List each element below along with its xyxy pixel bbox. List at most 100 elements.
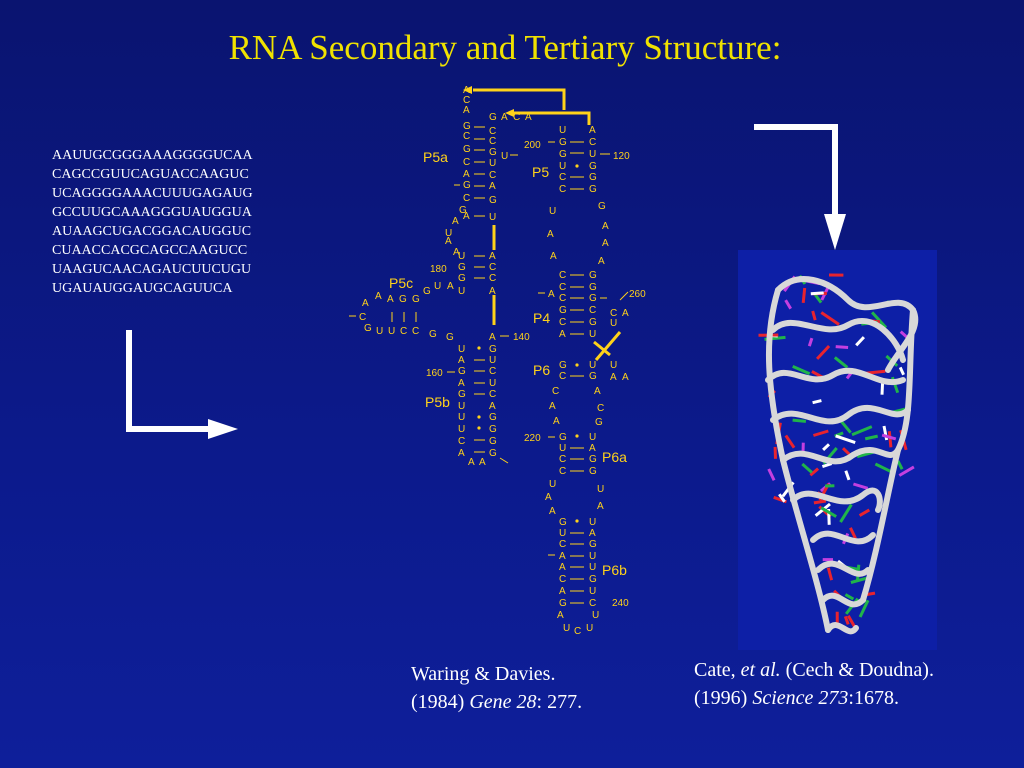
svg-text:C: C bbox=[559, 270, 566, 281]
svg-text:U: U bbox=[458, 424, 465, 435]
svg-text:A: A bbox=[622, 372, 629, 383]
base-pair-rung bbox=[841, 447, 852, 456]
base-pair-rung bbox=[851, 425, 873, 437]
svg-text:C: C bbox=[559, 454, 566, 465]
svg-text:U: U bbox=[589, 432, 596, 443]
svg-text:G: G bbox=[589, 270, 597, 281]
svg-text:G: G bbox=[489, 424, 497, 435]
base-pair-rung bbox=[881, 433, 897, 441]
svg-text:G: G bbox=[364, 323, 372, 334]
svg-text:G: G bbox=[589, 282, 597, 293]
svg-text:A: A bbox=[597, 501, 604, 512]
svg-text:G: G bbox=[458, 273, 466, 284]
svg-text:C: C bbox=[597, 403, 604, 414]
svg-text:A: A bbox=[549, 401, 556, 412]
svg-text:G: G bbox=[463, 121, 471, 132]
base-pair-rung bbox=[820, 311, 840, 326]
position-number: 140 bbox=[513, 332, 530, 343]
base-pair-rung bbox=[835, 345, 849, 349]
svg-text:G: G bbox=[489, 448, 497, 459]
svg-text:U: U bbox=[610, 318, 617, 329]
svg-text:G: G bbox=[559, 517, 567, 528]
svg-text:G: G bbox=[399, 294, 407, 305]
arrow-right-icon bbox=[126, 330, 238, 439]
svg-text:A: A bbox=[548, 289, 555, 300]
position-number: 160 bbox=[426, 368, 443, 379]
base-pair-rung bbox=[855, 336, 865, 347]
base-pair-rung bbox=[811, 310, 817, 321]
svg-text:G: G bbox=[589, 574, 597, 585]
svg-text:C: C bbox=[559, 466, 566, 477]
svg-text:C: C bbox=[589, 305, 596, 316]
base-pair-rung bbox=[807, 337, 814, 347]
base-pair-rung bbox=[801, 462, 813, 474]
svg-text:G: G bbox=[589, 539, 597, 550]
base-pair-rung bbox=[839, 503, 853, 523]
svg-text:A: A bbox=[445, 236, 452, 247]
base-pair-rung bbox=[898, 465, 915, 477]
sequence-line: GCCUUGCAAAGGGUAUGGUA bbox=[52, 205, 252, 220]
svg-text:U: U bbox=[376, 326, 383, 337]
svg-text:A: A bbox=[463, 105, 470, 116]
svg-text:A: A bbox=[387, 294, 394, 305]
svg-text:G: G bbox=[589, 184, 597, 195]
svg-text:U: U bbox=[589, 551, 596, 562]
svg-text:C: C bbox=[463, 131, 470, 142]
svg-text:U: U bbox=[589, 360, 596, 371]
svg-text:G: G bbox=[559, 432, 567, 443]
base-pair-rung bbox=[812, 429, 829, 437]
svg-text:U: U bbox=[458, 412, 465, 423]
svg-text:C: C bbox=[489, 136, 496, 147]
svg-text:G: G bbox=[589, 466, 597, 477]
svg-text:U: U bbox=[458, 401, 465, 412]
svg-text:A: A bbox=[489, 251, 496, 262]
svg-text:C: C bbox=[412, 326, 419, 337]
citation-authors: Waring & Davies. bbox=[411, 663, 556, 685]
base-pair-rung bbox=[792, 418, 807, 423]
base-pair-rung bbox=[850, 576, 867, 584]
svg-text:A: A bbox=[375, 291, 382, 302]
svg-text:A: A bbox=[602, 238, 609, 249]
svg-text:A: A bbox=[489, 181, 496, 192]
svg-text:U: U bbox=[589, 562, 596, 573]
base-pair-rung bbox=[801, 287, 807, 304]
base-pair-rung bbox=[833, 356, 849, 369]
sequence-line: CAGCCGUUCAGUACCAAGUC bbox=[52, 167, 249, 182]
svg-text:G: G bbox=[489, 112, 497, 123]
svg-text:C: C bbox=[489, 273, 496, 284]
svg-text:U: U bbox=[501, 151, 508, 162]
helix-label-p6b: P6b bbox=[602, 562, 627, 578]
svg-text:C: C bbox=[513, 112, 520, 123]
citation-etal: et al. bbox=[740, 659, 781, 681]
citation-authors: Cate, bbox=[694, 659, 736, 681]
svg-text:A: A bbox=[463, 85, 470, 96]
svg-text:A: A bbox=[550, 251, 557, 262]
svg-text:G: G bbox=[489, 412, 497, 423]
svg-text:U: U bbox=[445, 228, 452, 239]
svg-text:G: G bbox=[589, 371, 597, 382]
citation-year: (1996) bbox=[694, 687, 748, 709]
svg-text:A: A bbox=[549, 506, 556, 517]
page-title: RNA Secondary and Tertiary Structure: bbox=[228, 28, 782, 67]
sequence-line: UCAGGGGAAACUUUGAGAUG bbox=[52, 186, 253, 201]
svg-text:C: C bbox=[559, 184, 566, 195]
base-pair-rung bbox=[784, 434, 796, 449]
base-pair-rung bbox=[898, 366, 905, 376]
tertiary-structure-model bbox=[738, 250, 937, 650]
helix-label-p5c: P5c bbox=[389, 275, 413, 291]
svg-text:A: A bbox=[489, 332, 496, 343]
svg-text:C: C bbox=[559, 293, 566, 304]
svg-text:G: G bbox=[463, 144, 471, 155]
svg-text:C: C bbox=[589, 137, 596, 148]
svg-text:G: G bbox=[589, 293, 597, 304]
svg-text:C: C bbox=[489, 389, 496, 400]
svg-text:G: G bbox=[559, 598, 567, 609]
svg-text:G: G bbox=[559, 360, 567, 371]
svg-text:A: A bbox=[468, 457, 475, 468]
base-pair-rung bbox=[835, 434, 856, 445]
svg-text:C: C bbox=[589, 598, 596, 609]
base-pair-rung bbox=[852, 482, 869, 490]
svg-text:G: G bbox=[559, 305, 567, 316]
svg-text:U: U bbox=[589, 586, 596, 597]
svg-text:C: C bbox=[458, 436, 465, 447]
